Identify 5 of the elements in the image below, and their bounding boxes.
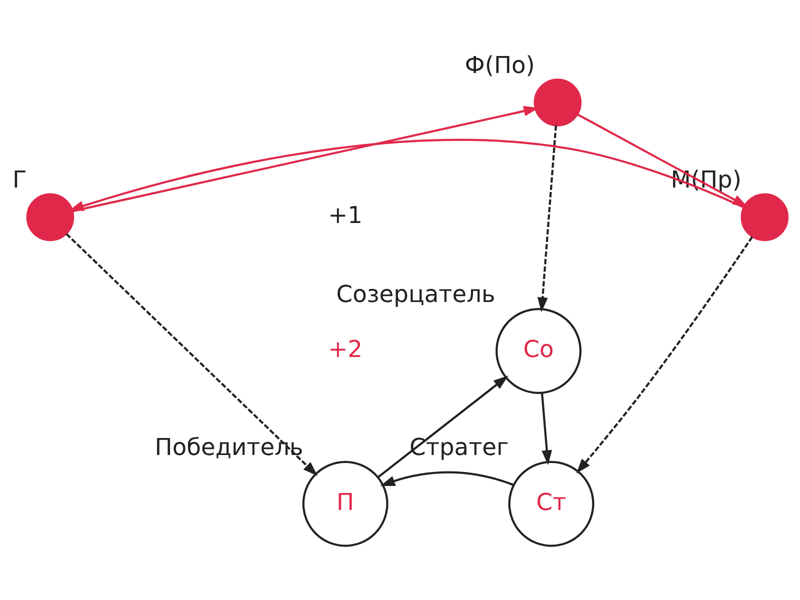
node-label: Г [12, 166, 27, 194]
label: +1 [328, 201, 363, 230]
node-label: Созерцатель [336, 280, 496, 308]
label: +2 [328, 334, 363, 363]
node-label: Ф(По) [464, 50, 535, 79]
